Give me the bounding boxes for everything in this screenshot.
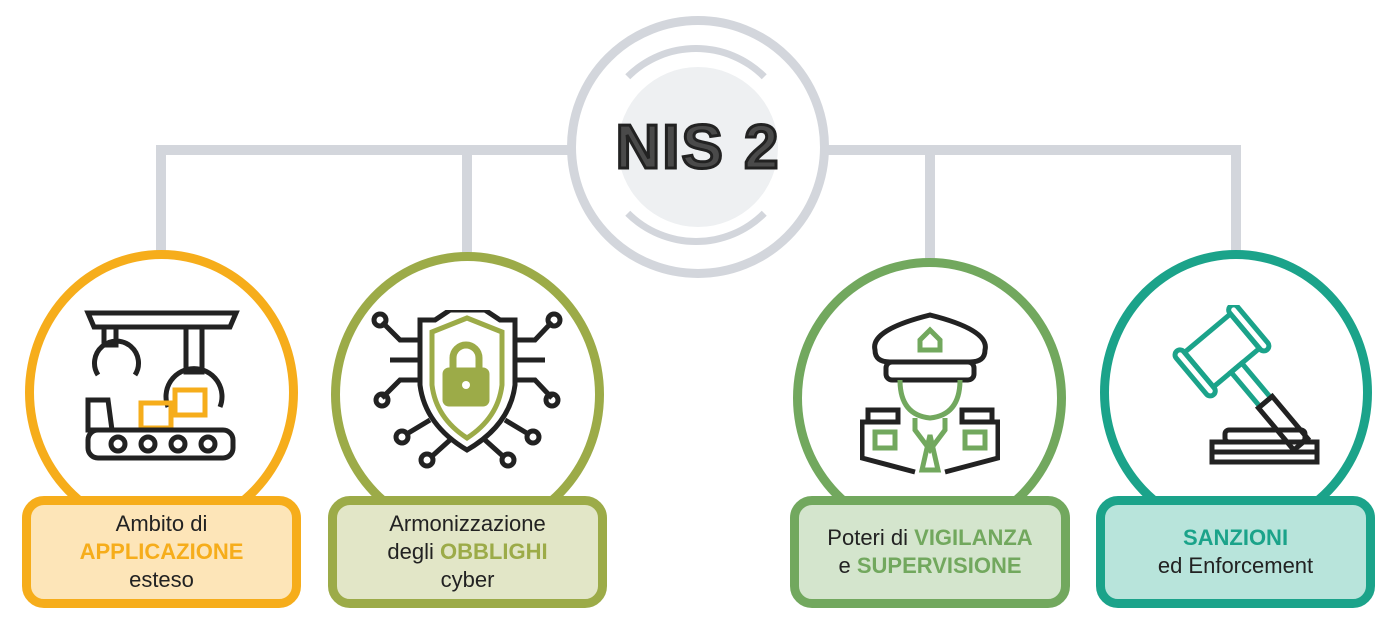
label-text: Ambito di (115, 511, 208, 536)
connector-1 (156, 145, 166, 255)
label-text: degli (387, 539, 434, 564)
pillar-label-applicazione[interactable]: Ambito di APPLICAZIONE esteso (22, 496, 301, 608)
shield-lock-circuit-icon (371, 310, 563, 469)
hub-title: NIS 2 (614, 111, 781, 183)
gavel-icon (1172, 305, 1320, 465)
label-highlight: SUPERVISIONE (856, 553, 1022, 578)
label-text: cyber (440, 567, 495, 592)
pillar-label-sanzioni[interactable]: SANZIONI ed Enforcement (1096, 496, 1375, 608)
pillar-label-vigilanza[interactable]: Poteri di VIGILANZA e SUPERVISIONE (790, 496, 1070, 608)
label-highlight: OBBLIGHI (440, 539, 548, 564)
connector-4 (1231, 145, 1241, 255)
connector-2 (462, 145, 472, 255)
label-highlight: SANZIONI (1182, 525, 1289, 550)
label-text: Poteri di (827, 525, 909, 550)
label-text: esteso (129, 567, 194, 592)
pillar-circle-applicazione (25, 250, 298, 535)
label-text: Armonizzazione (389, 511, 546, 536)
label-highlight: VIGILANZA (914, 525, 1033, 550)
pillar-circle-vigilanza (793, 258, 1066, 538)
pillar-label-obblighi[interactable]: Armonizzazione degli OBBLIGHI cyber (328, 496, 607, 608)
hub-arc (596, 45, 796, 245)
label-highlight: APPLICAZIONE (79, 539, 244, 564)
label-text: e (838, 553, 851, 578)
hub-inner (618, 67, 778, 227)
police-officer-icon (860, 312, 1000, 475)
hub-circle: NIS 2 (567, 16, 829, 278)
factory-robot-arm-icon (84, 310, 240, 461)
label-text: ed Enforcement (1157, 553, 1314, 578)
pillar-circle-sanzioni (1100, 250, 1372, 535)
connector-3 (925, 145, 935, 263)
